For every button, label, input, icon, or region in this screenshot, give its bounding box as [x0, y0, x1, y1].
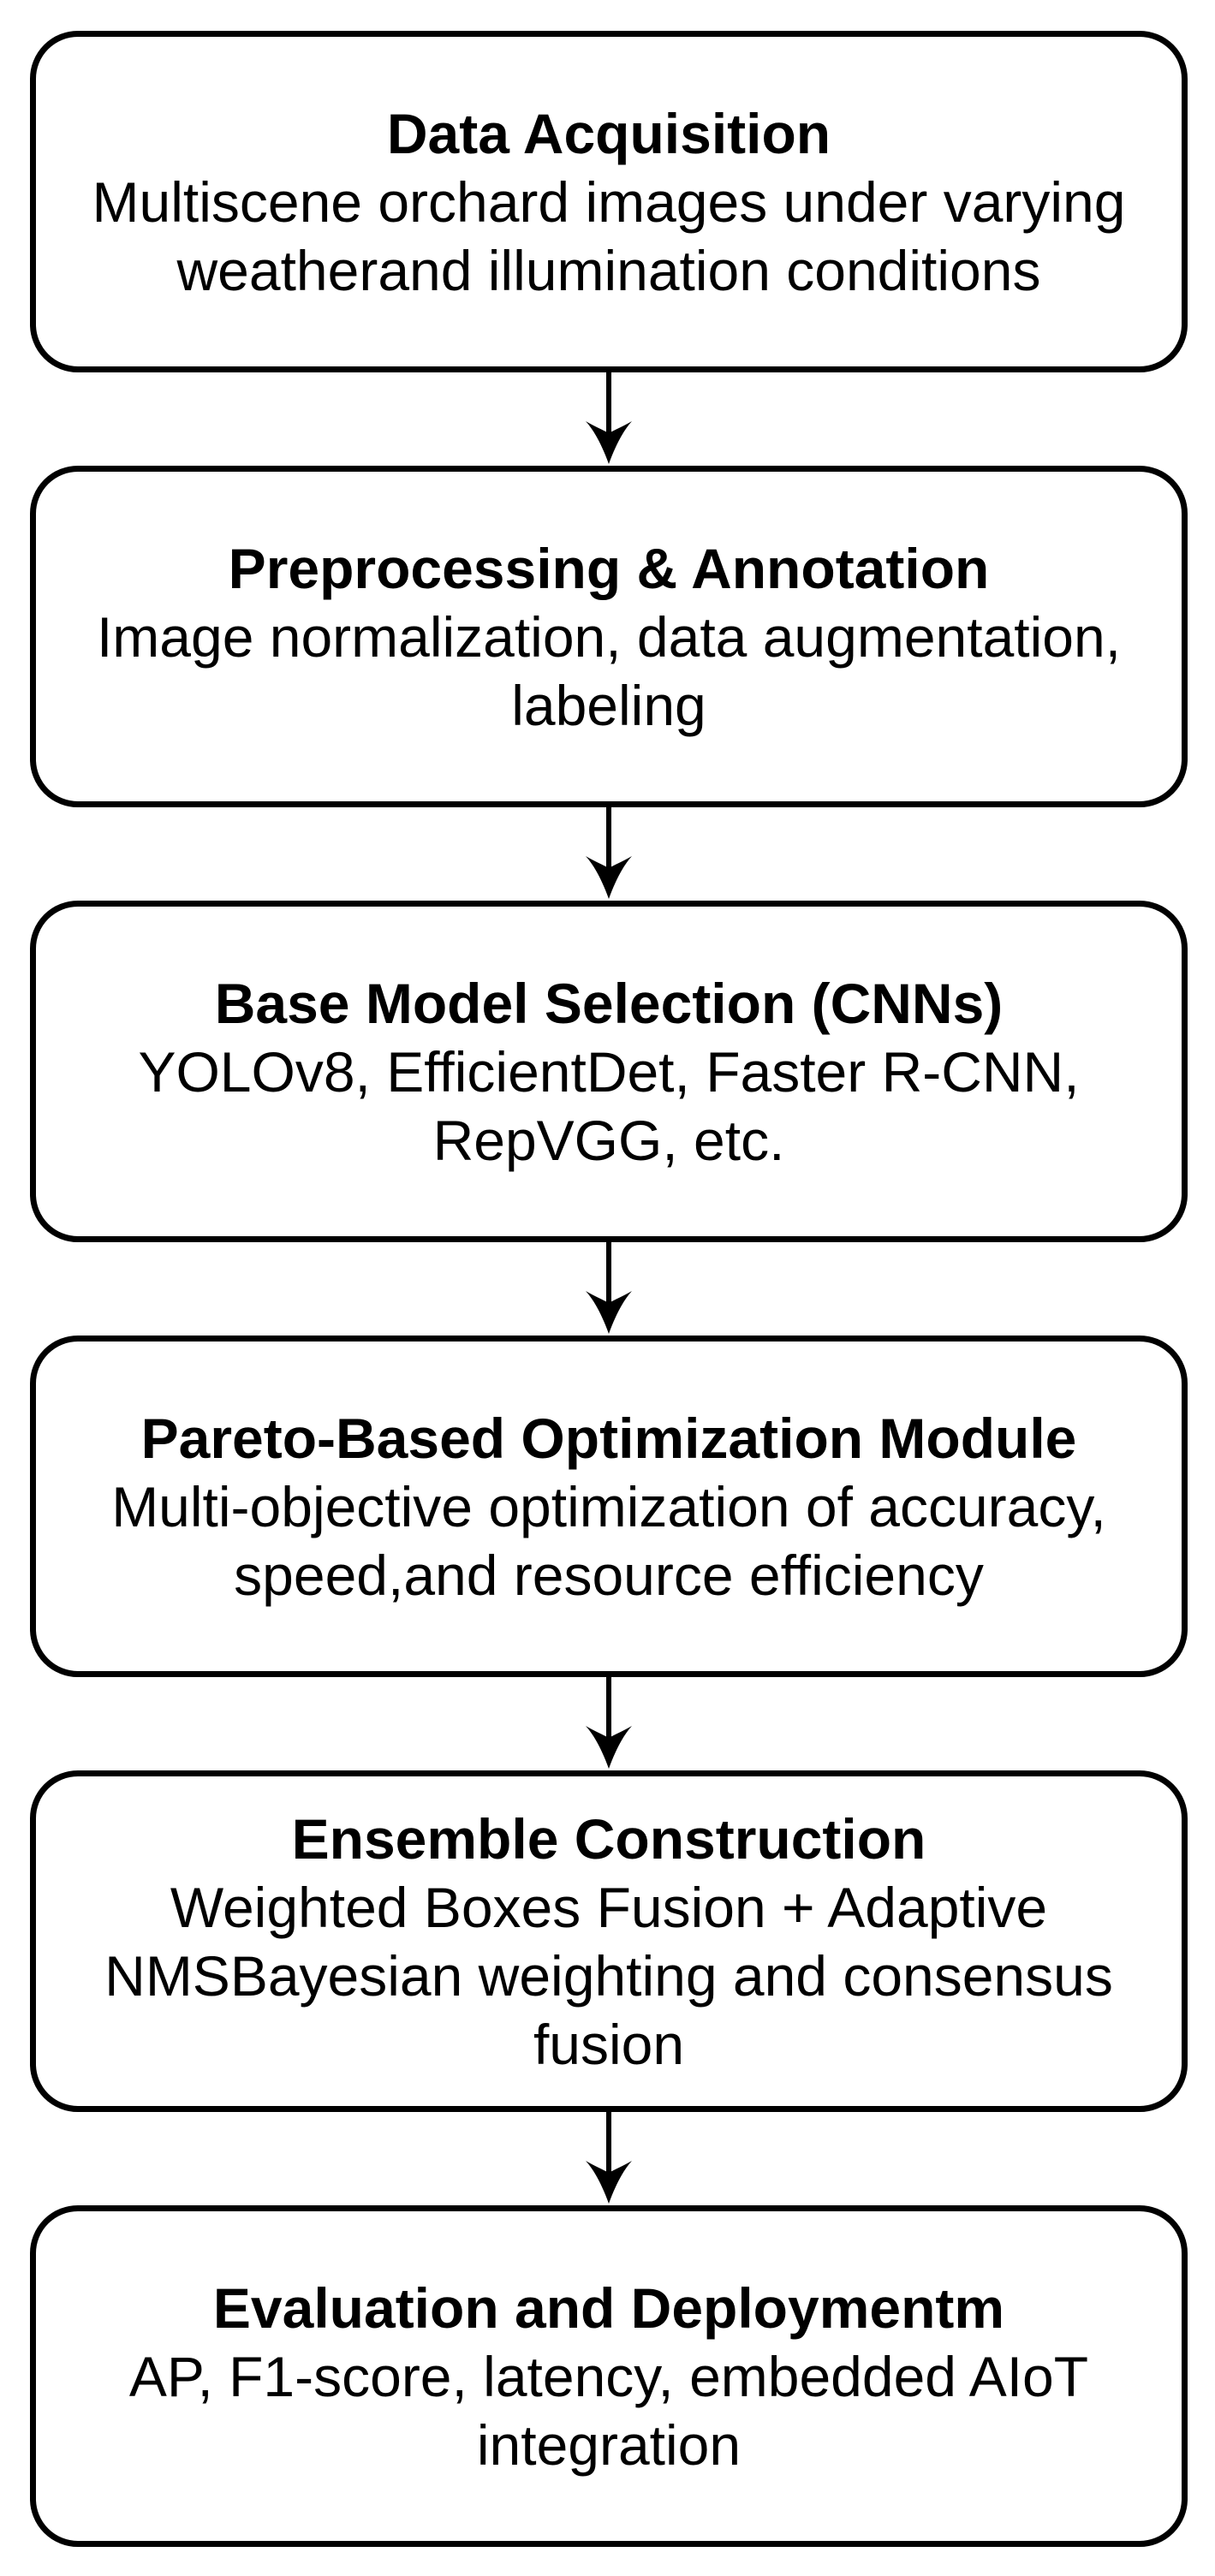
flow-arrow-down-icon — [586, 1677, 632, 1769]
step-description: Image normalization, data augmentation, … — [96, 604, 1122, 737]
step-box-ensemble-construction: Ensemble Construction Weighted Boxes Fus… — [30, 1770, 1188, 2112]
flow-arrow-down-icon — [586, 372, 632, 464]
step-box-preprocessing-annotation: Preprocessing & Annotation Image normali… — [30, 466, 1188, 807]
step-description: AP, F1-score, latency, embedded AIoT int… — [128, 2344, 1089, 2477]
step-box-pareto-optimization: Pareto-Based Optimization Module Multi-o… — [30, 1336, 1188, 1677]
step-description: Weighted Boxes Fusion + Adaptive NMSBaye… — [104, 1875, 1113, 2076]
step-description: Multiscene orchard images under varying … — [92, 170, 1126, 302]
step-title: Data Acquisition — [386, 101, 831, 165]
step-title: Pareto-Based Optimization Module — [140, 1406, 1077, 1470]
step-title: Base Model Selection (CNNs) — [214, 971, 1004, 1035]
step-box-data-acquisition: Data Acquisition Multiscene orchard imag… — [30, 31, 1188, 372]
step-box-base-model-selection: Base Model Selection (CNNs) YOLOv8, Effi… — [30, 901, 1188, 1242]
step-title: Preprocessing & Annotation — [228, 536, 990, 600]
step-title: Evaluation and Deploymentm — [212, 2276, 1005, 2340]
step-description: Multi-objective optimization of accuracy… — [111, 1474, 1106, 1607]
step-title: Ensemble Construction — [291, 1806, 926, 1871]
step-box-evaluation-deployment: Evaluation and Deploymentm AP, F1-score,… — [30, 2205, 1188, 2547]
flow-arrow-down-icon — [586, 1242, 632, 1334]
flow-arrow-down-icon — [586, 2112, 632, 2204]
step-description: YOLOv8, EfficientDet, Faster R-CNN, RepV… — [138, 1039, 1080, 1172]
flow-arrow-down-icon — [586, 807, 632, 899]
